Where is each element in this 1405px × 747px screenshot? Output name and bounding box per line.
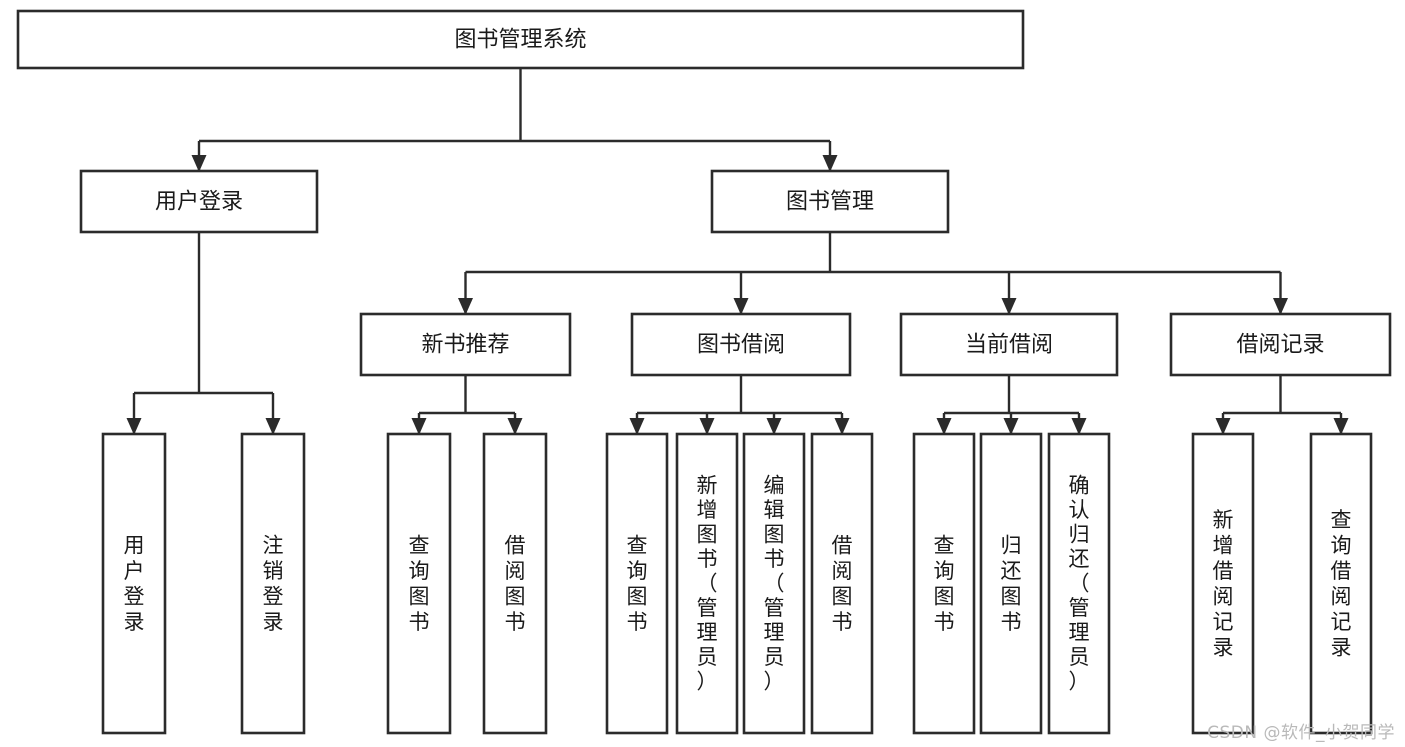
node-leaf-edit-book[interactable]: 编辑图书（管理员） [742,432,806,735]
node-book-manage[interactable]: 图书管理 [710,169,950,234]
node-leaf-add-record[interactable]: 新增借阅记录 [1191,432,1255,735]
node-leaf-add-book[interactable]: 新增图书（管理员） [675,432,739,735]
node-user-login[interactable]: 用户登录 [79,169,319,234]
edge-arrowhead [1333,418,1349,435]
edge-arrowhead [458,298,473,315]
node-label-root: 图书管理系统 [454,28,586,53]
node-box-leaf-query-book-1[interactable] [386,432,452,735]
node-box-borrow-record[interactable] [1169,312,1392,377]
node-label-leaf-add-record: 新增借阅记录 [1213,508,1234,660]
node-box-leaf-borrow-book-2[interactable] [810,432,874,735]
node-label-leaf-user-logout: 注销登录 [263,533,284,634]
node-leaf-user-logout[interactable]: 注销登录 [240,432,306,735]
node-box-leaf-query-book-2[interactable] [605,432,669,735]
node-label-current-borrow: 当前借阅 [965,333,1053,358]
edge-arrowhead [834,418,850,435]
edge-arrowhead [1071,418,1087,435]
node-label-leaf-return-book: 归还图书 [1001,533,1022,634]
node-box-leaf-user-login[interactable] [101,432,167,735]
edge-arrowhead [1215,418,1231,435]
node-current-borrow[interactable]: 当前借阅 [899,312,1119,377]
node-box-root[interactable] [16,9,1025,70]
node-root[interactable]: 图书管理系统 [16,9,1025,70]
node-box-leaf-query-book-3[interactable] [912,432,976,735]
node-leaf-return-book[interactable]: 归还图书 [979,432,1043,735]
node-box-leaf-add-record[interactable] [1191,432,1255,735]
edge-arrowhead [507,418,523,435]
node-label-leaf-confirm-return: 确认归还（管理员） [1069,473,1090,693]
node-label-book-manage: 图书管理 [786,190,874,215]
node-label-leaf-borrow-book-2: 借阅图书 [832,533,853,634]
edge-arrowhead [766,418,782,435]
edge-arrowhead [191,155,207,172]
node-label-leaf-add-book: 新增图书（管理员） [697,473,718,693]
node-leaf-query-book-1[interactable]: 查询图书 [386,432,452,735]
node-label-leaf-query-book-2: 查询图书 [627,533,648,634]
nodes-layer: 图书管理系统用户登录图书管理新书推荐图书借阅当前借阅借阅记录用户登录注销登录查询… [16,9,1392,735]
edge-arrowhead [411,418,427,435]
node-label-borrow-record: 借阅记录 [1236,333,1324,358]
node-box-current-borrow[interactable] [899,312,1119,377]
edge-arrowhead [1001,298,1017,315]
node-box-leaf-edit-book[interactable] [742,432,806,735]
node-label-new-book-rec: 新书推荐 [421,333,509,358]
node-label-leaf-borrow-book-1: 借阅图书 [505,533,526,634]
edge-arrowhead [936,418,952,435]
edge-arrowhead [1003,418,1019,435]
edge-arrowhead [822,155,838,172]
node-label-book-borrow: 图书借阅 [697,333,785,358]
node-leaf-query-record[interactable]: 查询借阅记录 [1309,432,1373,735]
node-label-leaf-query-book-1: 查询图书 [409,533,430,634]
node-label-leaf-user-login: 用户登录 [124,533,145,634]
edge-arrowhead [629,418,645,435]
edge-arrowhead [265,418,281,435]
node-borrow-record[interactable]: 借阅记录 [1169,312,1392,377]
node-box-leaf-user-logout[interactable] [240,432,306,735]
csdn-watermark: CSDN @软件_小贺同学 [1207,723,1395,743]
node-leaf-borrow-book-2[interactable]: 借阅图书 [810,432,874,735]
edges-layer [126,68,1349,435]
node-box-leaf-add-book[interactable] [675,432,739,735]
node-box-book-borrow[interactable] [630,312,852,377]
node-label-leaf-edit-book: 编辑图书（管理员） [764,473,785,693]
edge-arrowhead [699,418,715,435]
node-leaf-query-book-2[interactable]: 查询图书 [605,432,669,735]
node-box-leaf-query-record[interactable] [1309,432,1373,735]
node-box-book-manage[interactable] [710,169,950,234]
node-new-book-rec[interactable]: 新书推荐 [359,312,572,377]
node-label-leaf-query-record: 查询借阅记录 [1331,508,1352,660]
node-label-leaf-query-book-3: 查询图书 [934,533,955,634]
node-box-leaf-borrow-book-1[interactable] [482,432,548,735]
node-box-leaf-confirm-return[interactable] [1047,432,1111,735]
node-label-user-login: 用户登录 [155,190,243,215]
edge-arrowhead [733,298,749,315]
node-book-borrow[interactable]: 图书借阅 [630,312,852,377]
node-leaf-user-login[interactable]: 用户登录 [101,432,167,735]
node-leaf-borrow-book-1[interactable]: 借阅图书 [482,432,548,735]
node-box-user-login[interactable] [79,169,319,234]
edge-arrowhead [126,418,142,435]
node-leaf-confirm-return[interactable]: 确认归还（管理员） [1047,432,1111,735]
node-box-leaf-return-book[interactable] [979,432,1043,735]
node-box-new-book-rec[interactable] [359,312,572,377]
edge-arrowhead [1273,298,1288,315]
node-leaf-query-book-3[interactable]: 查询图书 [912,432,976,735]
